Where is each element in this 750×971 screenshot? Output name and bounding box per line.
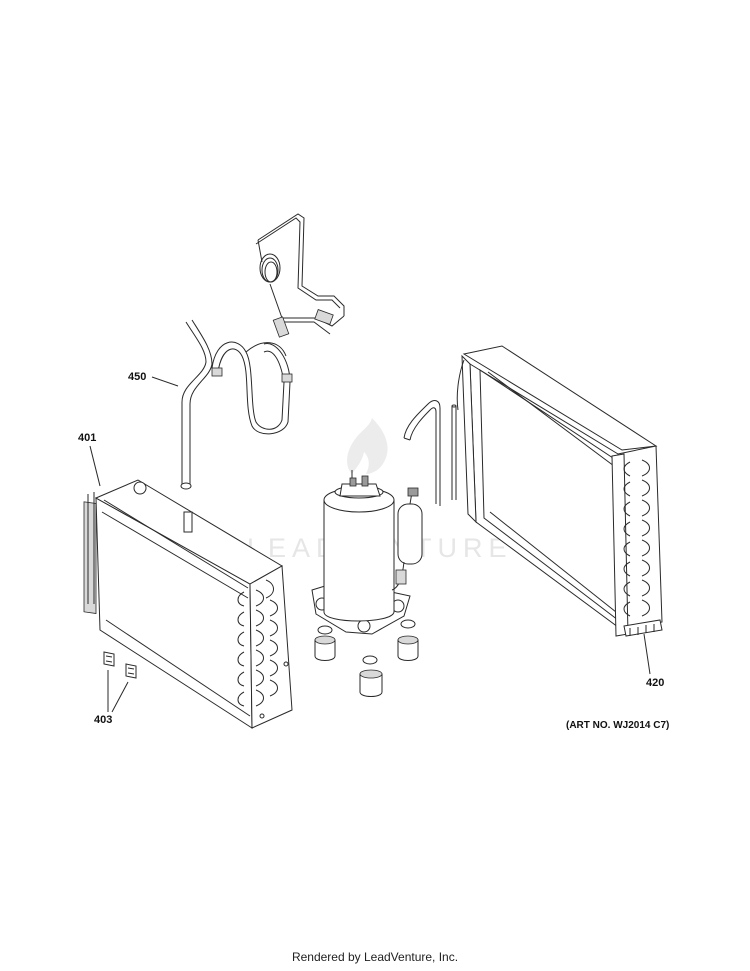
callout-420: 420 — [646, 677, 665, 689]
watermark-logo — [347, 418, 388, 474]
condenser-coil — [83, 479, 293, 729]
condenser-return-bends — [237, 579, 278, 707]
callout-403: 403 — [94, 714, 113, 726]
coil-clips — [103, 651, 137, 679]
callout-401: 401 — [78, 432, 97, 444]
suction-hose — [180, 319, 293, 490]
footer-credit: Rendered by LeadVenture, Inc. — [291, 950, 459, 964]
leader-401 — [89, 445, 101, 487]
evaporator-tubes — [403, 400, 457, 506]
evaporator-coil — [456, 345, 663, 637]
rubber-grommets — [314, 619, 419, 697]
leader-450 — [151, 376, 179, 387]
callout-450: 450 — [128, 371, 147, 383]
compressor — [311, 470, 423, 635]
capillary-tube-assembly — [255, 213, 345, 338]
leader-420 — [643, 633, 651, 675]
leader-403 — [107, 670, 129, 713]
art-number: (ART NO. WJ2014 C7) — [566, 720, 670, 731]
evaporator-return-bends — [623, 459, 650, 617]
